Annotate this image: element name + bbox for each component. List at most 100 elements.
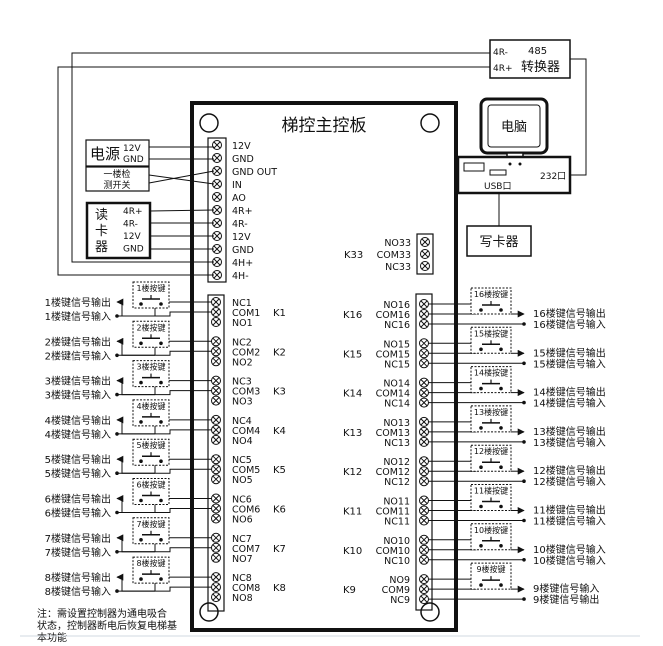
floor-button: 9楼按键 [470,562,512,590]
signal-out-label: 9楼键信号输入 [533,582,599,595]
relay-pin-label: COM7 [232,544,260,555]
relay-pin-label: NO11 [383,497,410,508]
floor-button: 10楼按键 [470,523,512,551]
relay-pin-label: NC9 [390,595,410,606]
floor-button-label: 9楼按键 [476,564,505,574]
floor-button: 16楼按键 [470,287,512,315]
relay-screw [419,436,429,447]
relay-pin-label: COM5 [232,465,260,476]
relay-screw [419,377,429,388]
relay-screw [419,505,429,516]
relay-screw [419,426,429,437]
floor-button-label: 10楼按键 [474,525,508,535]
terminal-label: 4R- [232,219,248,230]
floor-button-label: 6楼按键 [136,480,165,490]
k33-pin-label: COM33 [377,250,411,261]
wires [57,52,587,276]
reader-label-1: 读 [95,208,108,223]
signal-in-label: 4楼键信号输入 [45,428,111,441]
relay-screw [211,356,221,367]
floor-button: 12楼按键 [470,444,512,472]
relay-pin-label: COM10 [376,546,410,557]
relay-pin-label: NO1 [232,318,253,329]
floor-button-label: 16楼按键 [474,289,508,299]
relay-k-label: K1 [273,308,286,319]
note-line2: 状态，控制器断电后恢复电梯基 [37,619,177,632]
signal-out-label: 13楼键信号输出 [533,425,606,438]
relay-pin-label: COM12 [376,467,410,478]
relay-screw [419,534,429,545]
relay-k-label: K9 [343,585,356,596]
floor-button-label: 8楼按键 [136,558,165,568]
relay-pin-label: NO13 [383,418,410,429]
relay-k-label: K13 [343,428,362,439]
signal-out-label: 10楼键信号输入 [533,543,606,556]
k33-label: K33 [344,250,363,261]
relay-screw [211,414,221,425]
reader-label-2: 卡 [95,224,108,239]
signal-out-label: 7楼键信号输出 [45,532,111,545]
converter-box: 4R- 4R+ 485 转换器 [489,39,571,79]
relay-screw [419,416,429,427]
relay-screw [211,474,221,485]
relay-screw [211,317,221,327]
k33-screw [420,237,430,247]
relay-screw [419,348,429,359]
relay-screw [419,476,429,487]
signal-in-label: 6楼键信号输入 [45,507,111,520]
card-writer-label: 写卡器 [479,235,518,250]
relay-screw [419,594,429,605]
terminal-screw-0 [212,140,222,150]
signal-out-label: 14楼键信号输出 [533,386,606,399]
relay-pin-label: NC11 [384,517,410,528]
floor-button: 11楼按键 [470,484,512,511]
floor-button-label: 3楼按键 [136,362,165,372]
floor-button: 15楼按键 [470,326,512,354]
floor-button-label: 15楼按键 [474,328,508,338]
floor-button: 5楼按键 [132,438,170,466]
terminal-label: 12V [232,232,251,243]
card-writer-box: 写卡器 [466,225,532,257]
relay-pin-label: COM4 [232,426,260,437]
signal-out-label: 2楼键信号输出 [45,335,111,348]
relay-pin-label: NO16 [383,300,410,311]
relay-pin-label: NC10 [384,556,410,567]
relay-pin-label: NO7 [232,554,253,565]
relay-k-label: K3 [273,387,286,398]
relay-screw [211,493,221,504]
floor-button: 13楼按键 [470,405,512,433]
floor-button: 4楼按键 [132,399,170,427]
reader-pin-label: 12V [123,232,141,242]
relay-pin-label: COM11 [376,507,410,518]
floor-button-label: 2楼按键 [136,322,165,332]
relay-pin-label: NO5 [232,475,253,486]
relay-screw [211,464,221,475]
reader-label-3: 器 [95,240,108,255]
mount-hole [420,602,440,622]
signal-in-label: 13楼键信号输入 [533,436,606,449]
power-label: 电源 [90,145,120,163]
relay-screw [419,515,429,526]
relay-screw [419,574,429,585]
floor-button: 3楼按键 [132,360,170,388]
signal-in-label: 5楼键信号输入 [45,467,111,480]
relay-pin-label: NO3 [232,397,253,408]
terminal-label: 4R+ [232,206,253,217]
relay-k-label: K16 [343,310,362,321]
floor-button: 7楼按键 [132,517,170,545]
reader-pin-label: 4R- [123,220,138,230]
terminal-screw-6 [212,218,222,228]
signal-out-label: 5楼键信号输出 [45,453,111,466]
relay-k-label: K14 [343,389,362,400]
power-pin-12v: 12V [123,144,141,154]
relay-pin-label: NO9 [389,575,410,586]
